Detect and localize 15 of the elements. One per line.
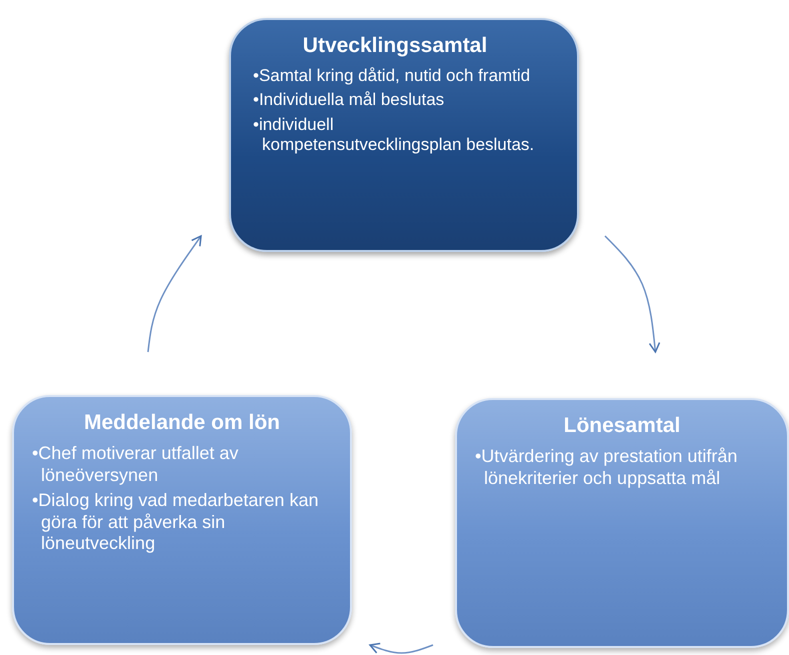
rounded-box: [455, 398, 789, 648]
bullet-item: •Chef motiverar utfallet av löneöversynen: [32, 443, 240, 486]
rounded-box: [229, 18, 579, 252]
box-heading: Lönesamtal: [562, 414, 682, 438]
curved-arrow: [369, 642, 434, 654]
box-heading: Meddelande om lön: [82, 411, 281, 435]
rounded-box: [12, 395, 352, 645]
bullet-item: •Utvärdering av prestation utifrån lönekriterier och uppsatta mål: [475, 446, 738, 490]
bullet-item: •individuell kompetensutvecklingsplan beslutas.: [253, 114, 536, 156]
bullet-item: •Individuella mål beslutas: [253, 90, 446, 111]
curved-arrow: [604, 235, 660, 353]
curved-arrow: [147, 235, 202, 352]
box-heading: Utvecklingssamtal: [302, 34, 488, 58]
bullet-item: •Samtal kring dåtid, nutid och framtid: [253, 66, 532, 86]
bullet-item: •Dialog kring vad medarbetaren kan göra för att påverka sin löneutveckling: [32, 490, 320, 555]
